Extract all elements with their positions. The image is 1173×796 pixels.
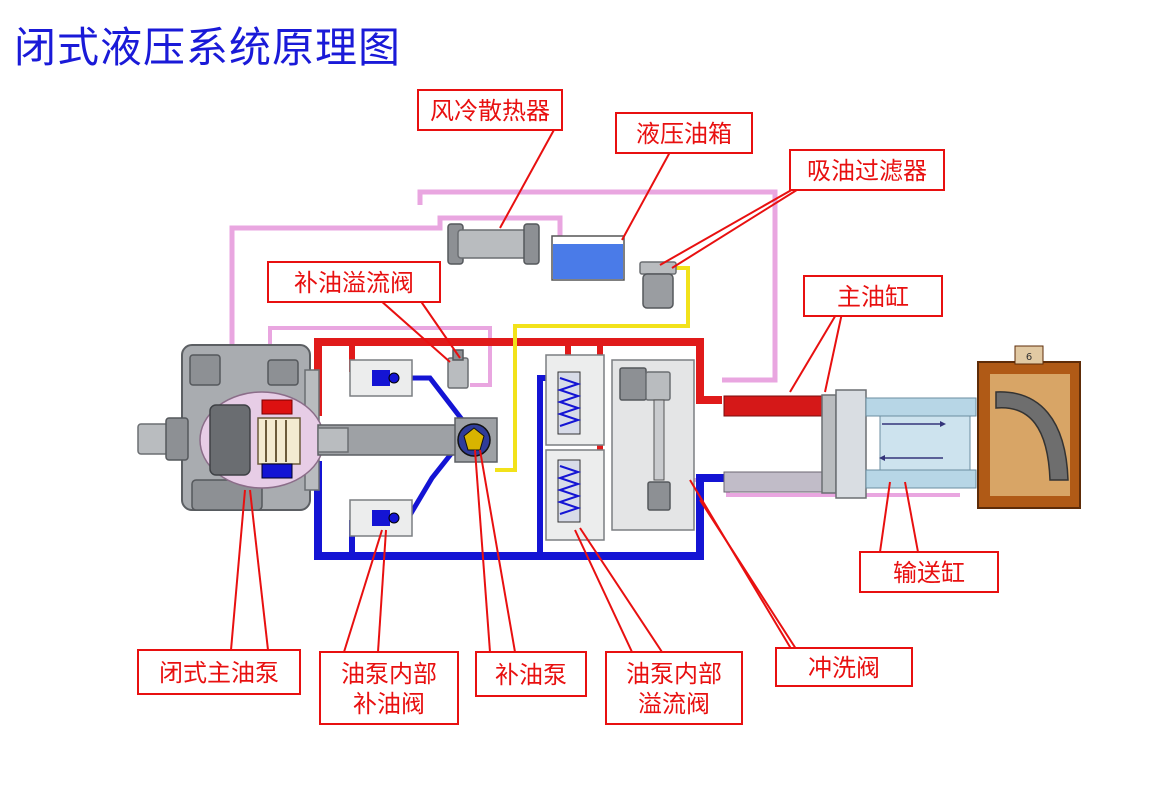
oil-tank bbox=[551, 235, 625, 281]
callout-pump-internal-relief-valve: 油泵内部 溢流阀 bbox=[605, 651, 743, 725]
callout-main-cylinder: 主油缸 bbox=[803, 275, 943, 317]
charge-line bbox=[495, 266, 690, 472]
pump-internal-charge-valve-label-line2: 补油阀 bbox=[353, 690, 425, 718]
callout-air-cooler: 风冷散热器 bbox=[417, 89, 563, 131]
callout-pump-internal-charge-valve: 油泵内部 补油阀 bbox=[319, 651, 459, 725]
suction-filter-label: 吸油过滤器 bbox=[807, 157, 927, 185]
oil-tank-label: 液压油箱 bbox=[636, 120, 732, 148]
closed-main-pump bbox=[137, 344, 325, 511]
page-title: 闭式液压系统原理图 bbox=[14, 23, 402, 72]
air-cooler bbox=[447, 223, 540, 265]
callout-charge-pump: 补油泵 bbox=[475, 651, 587, 697]
hopper-number: 6 bbox=[1026, 352, 1032, 363]
pump-internal-charge-valve-label-line1: 油泵内部 bbox=[341, 660, 437, 688]
conveying-cylinder-label: 输送缸 bbox=[893, 559, 965, 587]
callout-suction-filter: 吸油过滤器 bbox=[789, 149, 945, 191]
main-cylinders bbox=[723, 389, 867, 499]
hopper: 6 bbox=[977, 345, 1081, 509]
drive-shaft bbox=[317, 424, 459, 456]
pump-internal-relief-valves bbox=[545, 354, 605, 541]
suction-filter bbox=[639, 261, 677, 309]
air-cooler-label: 风冷散热器 bbox=[430, 97, 550, 125]
closed-main-pump-label: 闭式主油泵 bbox=[159, 659, 279, 687]
charge-pump-label: 补油泵 bbox=[495, 661, 567, 689]
conveying-cylinders bbox=[865, 397, 977, 489]
pump-internal-charge-valves bbox=[349, 359, 413, 537]
flush-valve-label: 冲洗阀 bbox=[808, 654, 880, 682]
flush-valve bbox=[611, 359, 695, 531]
pump-internal-relief-valve-label-line2: 溢流阀 bbox=[638, 690, 710, 718]
callout-conveying-cylinder: 输送缸 bbox=[859, 551, 999, 593]
callout-flush-valve: 冲洗阀 bbox=[775, 647, 913, 687]
main-cylinder-label: 主油缸 bbox=[837, 283, 909, 311]
callout-charge-relief-valve: 补油溢流阀 bbox=[267, 261, 441, 303]
callout-oil-tank: 液压油箱 bbox=[615, 112, 753, 154]
charge-relief-valve-label: 补油溢流阀 bbox=[294, 269, 414, 297]
leader-lines bbox=[230, 127, 919, 653]
pump-internal-relief-valve-label-line1: 油泵内部 bbox=[626, 660, 722, 688]
callout-closed-main-pump: 闭式主油泵 bbox=[137, 649, 301, 695]
